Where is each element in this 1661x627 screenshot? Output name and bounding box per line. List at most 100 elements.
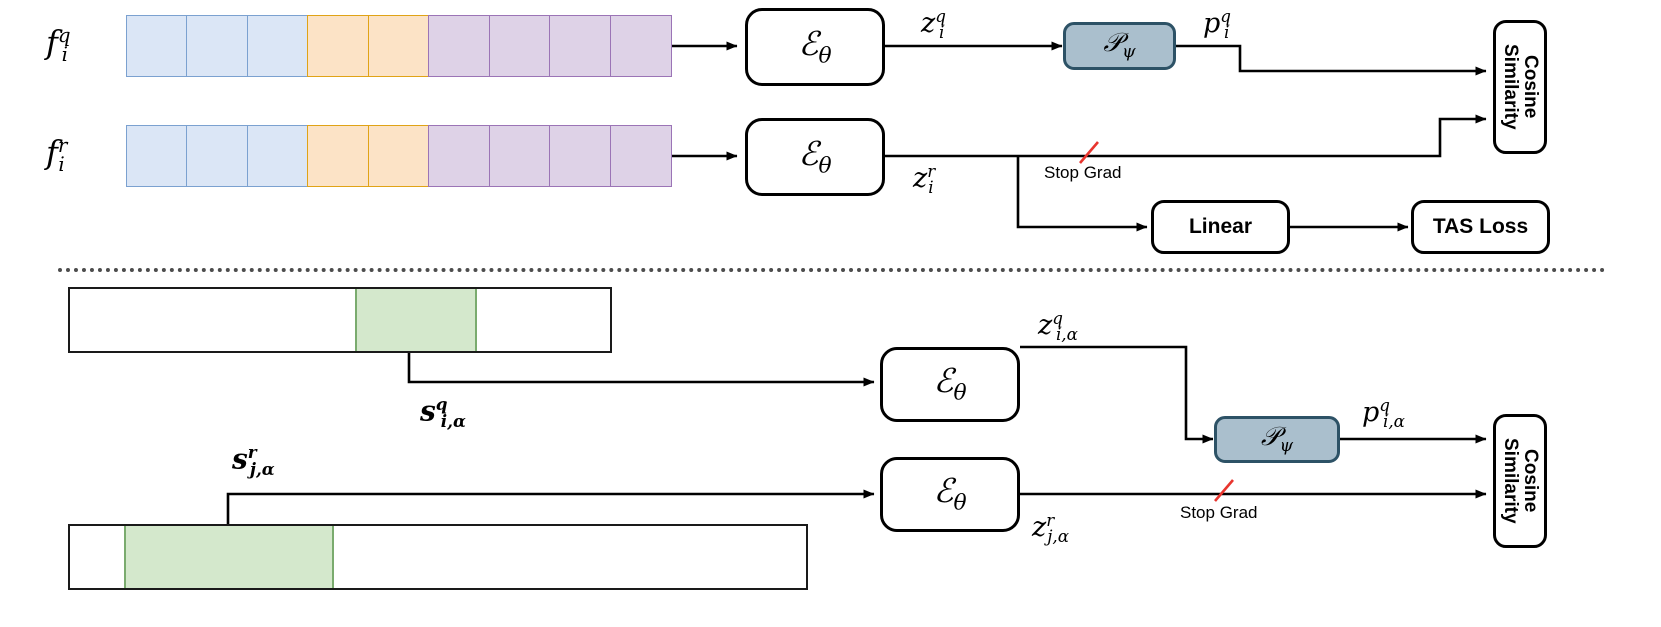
wire-sq-to-encoder [407, 353, 875, 387]
feature-label-reference: fri [46, 133, 67, 177]
feature-cell-blue [126, 15, 189, 77]
segment-green [123, 526, 334, 588]
encoder-box-query-top[interactable]: ℰθ [745, 8, 885, 86]
feature-label-query-sup: q [57, 24, 71, 47]
feature-cell-orange [367, 125, 431, 187]
feature-cell-purple [609, 15, 672, 77]
projection-label-pq-alpha-base: p [1362, 397, 1380, 428]
segment-label-sq-base: s [420, 394, 436, 428]
feature-cell-purple [549, 125, 612, 187]
feature-sequence-query [126, 15, 672, 77]
latent-label-zr-alpha: zrj,α [1032, 512, 1069, 545]
encoder-subscript: θ [818, 43, 832, 69]
wire-sr-to-encoder [226, 489, 875, 524]
feature-label-reference-base: f [46, 133, 58, 172]
latent-label-zq-base: z [921, 8, 936, 39]
feature-cell-orange [367, 15, 431, 77]
wire-zr-to-cosine [884, 114, 1487, 158]
stop-grad-label-top: Stop Grad [1044, 163, 1122, 182]
latent-label-zr-base: z [913, 163, 928, 194]
projector-subscript: ψ [1279, 436, 1294, 457]
feature-label-query-sub: i [61, 43, 68, 67]
latent-label-zq-alpha: zqi,α [1038, 310, 1078, 343]
feature-cell-purple [428, 15, 491, 77]
encoder-label: ℰθ [933, 364, 966, 404]
segment-label-sq-sup: q [435, 394, 448, 414]
projector-subscript: ψ [1122, 42, 1136, 63]
latent-label-zq-sub: i [938, 22, 945, 43]
wire-pq-to-cosine [1176, 44, 1487, 76]
feature-label-reference-sub: i [58, 153, 65, 177]
latent-label-zq-alpha-base: z [1038, 310, 1053, 341]
encoder-subscript: θ [953, 490, 967, 516]
feature-cell-purple [488, 125, 551, 187]
linear-box[interactable]: Linear [1151, 200, 1290, 254]
latent-label-zr-alpha-sub: j,α [1047, 526, 1070, 547]
feature-cell-purple [488, 15, 551, 77]
projector-symbol: 𝒫 [1103, 28, 1123, 59]
latent-label-zr-alpha-sup: r [1046, 510, 1055, 530]
latent-label-zr-alpha-base: z [1032, 512, 1047, 543]
stop-grad-label-bottom: Stop Grad [1180, 503, 1258, 522]
feature-cell-orange [307, 15, 370, 77]
encoder-symbol: ℰ [798, 23, 819, 63]
latent-label-zq-alpha-sup: q [1052, 308, 1063, 328]
feature-cell-blue [186, 125, 249, 187]
feature-label-query-base: f [46, 23, 58, 62]
segment-bar-query [68, 287, 612, 353]
encoder-box-reference-top[interactable]: ℰθ [745, 118, 885, 196]
encoder-box-query-bottom[interactable]: ℰθ [880, 347, 1020, 422]
latent-label-zr-sub: i [928, 177, 934, 198]
stop-grad-slash-bottom [1214, 479, 1234, 502]
encoder-box-reference-bottom[interactable]: ℰθ [880, 457, 1020, 532]
projector-box-top[interactable]: 𝒫ψ [1063, 22, 1176, 70]
feature-cell-blue [246, 125, 310, 187]
feature-cell-orange [307, 125, 370, 187]
segment-plain [333, 526, 806, 588]
encoder-symbol: ℰ [933, 361, 954, 401]
segment-green [354, 289, 477, 351]
encoder-subscript: θ [953, 380, 967, 406]
projector-label: 𝒫ψ [1103, 30, 1135, 61]
tas-loss-box[interactable]: TAS Loss [1411, 200, 1550, 254]
projector-label: 𝒫ψ [1261, 424, 1293, 455]
feature-cell-purple [609, 125, 672, 187]
feature-label-query: fqi [46, 23, 71, 67]
feature-cell-purple [428, 125, 491, 187]
projection-label-pq-sup: q [1220, 6, 1232, 26]
segment-label-sr: srj,α [232, 444, 275, 478]
segment-label-sq-sub: i,α [440, 410, 466, 431]
encoder-subscript: θ [818, 153, 832, 179]
stop-grad-slash-top [1079, 141, 1099, 164]
feature-cell-purple [549, 15, 612, 77]
feature-cell-blue [186, 15, 249, 77]
segment-plain [476, 289, 610, 351]
segment-plain [70, 526, 124, 588]
projection-label-pq: pqi [1203, 6, 1232, 41]
projection-label-pq-alpha: pqi,α [1362, 397, 1405, 430]
projector-box-bottom[interactable]: 𝒫ψ [1214, 416, 1340, 463]
projector-symbol: 𝒫 [1260, 421, 1280, 452]
latent-label-zr-sup: r [927, 161, 936, 181]
segment-label-sr-base: s [232, 442, 248, 476]
encoder-label: ℰθ [798, 27, 831, 67]
feature-sequence-reference [126, 125, 672, 187]
segment-label-sr-sup: r [247, 442, 257, 462]
encoder-label: ℰθ [798, 137, 831, 177]
feature-cell-blue [126, 125, 189, 187]
wire-zq-alpha-to-projector [1020, 345, 1214, 444]
latent-label-zq: zqi [921, 8, 946, 43]
encoder-symbol: ℰ [798, 133, 819, 173]
latent-label-zq-alpha-sub: i,α [1055, 324, 1078, 345]
encoder-symbol: ℰ [933, 471, 954, 511]
segment-bar-reference [68, 524, 808, 590]
projection-label-pq-alpha-sub: i,α [1383, 411, 1405, 432]
section-divider [58, 268, 1606, 272]
tas-loss-label: TAS Loss [1432, 215, 1529, 238]
segment-plain [70, 289, 355, 351]
encoder-label: ℰθ [933, 474, 966, 514]
